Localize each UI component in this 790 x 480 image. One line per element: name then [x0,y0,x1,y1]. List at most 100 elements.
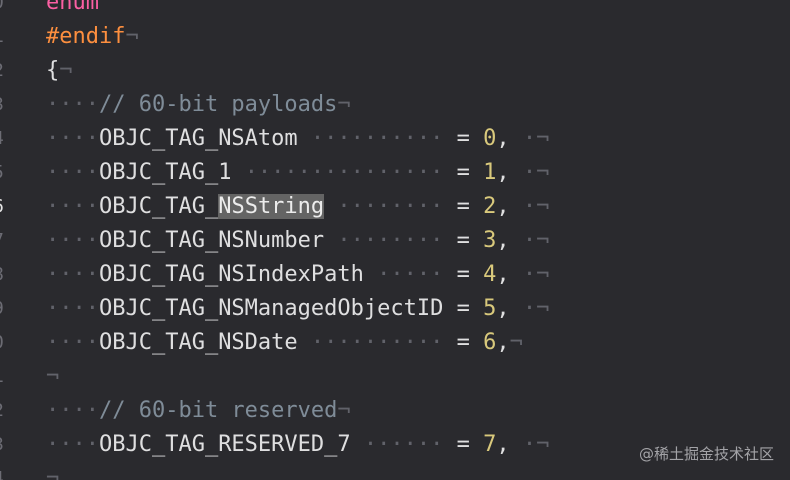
comma: , [496,330,510,355]
enum-case-identifier: OBJC_TAG_NSIndexPath [98,262,364,287]
watermark: @稀土掘金技术社区 [638,445,774,463]
line-number: 4 [0,462,13,480]
code-line[interactable]: {¬ [46,54,73,88]
end-of-line-marker: ¬ [536,126,550,151]
code-line[interactable]: ¬ [46,360,59,394]
comma: , [496,296,510,321]
end-of-line-marker: ¬ [536,262,550,287]
selected-text-highlight: NSString [218,194,325,219]
line-number: 6 [0,190,13,224]
whitespace-dots: ···· [46,330,99,355]
whitespace-dots: ·········· [310,126,444,151]
code-comment: // 60-bit reserved [98,398,338,423]
whitespace-dots: · [522,194,537,219]
enum-case-identifier: OBJC_TAG_1 [98,160,232,185]
enum-case-identifier: OBJC_TAG_NSNumber [98,228,325,253]
whitespace-dots: ······ [363,432,444,457]
assignment-operator: = [456,296,470,321]
code-line[interactable]: ····OBJC_TAG_RESERVED_7 ······ = 7, ·¬ [46,428,549,462]
whitespace-dots: ···· [46,160,99,185]
code-line[interactable]: ····OBJC_TAG_NSManagedObjectID = 5, ·¬ [46,292,549,326]
whitespace-dots: ···· [46,296,99,321]
assignment-operator: = [456,160,470,185]
code-line[interactable]: ····OBJC_TAG_1 ··············· = 1, ·¬ [46,156,549,190]
end-of-line-marker: ¬ [337,92,351,117]
assignment-operator: = [456,194,470,219]
line-number: 0 [0,326,13,360]
end-of-line-marker: ¬ [46,364,60,389]
enum-case-identifier: OBJC_TAG_RESERVED_7 [98,432,351,457]
line-number: 1 [0,360,13,394]
end-of-line-marker: ¬ [509,330,523,355]
whitespace-dots: · [522,228,537,253]
enum-value-number: 0 [483,126,497,151]
whitespace-dots: ···· [46,432,99,457]
whitespace-dots: · [522,432,537,457]
line-number-gutter: 012345678901234 [0,0,14,480]
code-line[interactable]: enum [46,0,99,20]
whitespace-dots: ···· [46,262,99,287]
comma: , [496,194,510,219]
end-of-line-marker: ¬ [125,24,139,49]
assignment-operator: = [456,262,470,287]
end-of-line-marker: ¬ [337,398,351,423]
end-of-line-marker: ¬ [46,466,60,480]
line-number: 1 [0,20,13,54]
enum-case-identifier: OBJC_TAG_NSAtom [98,126,298,151]
whitespace-dots: ····· [377,262,444,287]
comma: , [496,160,510,185]
whitespace-dots: ···· [46,126,99,151]
code-line[interactable]: #endif¬ [46,20,139,54]
code-line[interactable]: ····// 60-bit reserved¬ [46,394,351,428]
whitespace-dots: ···· [46,92,99,117]
line-number: 9 [0,292,13,326]
whitespace-dots: ········ [337,194,444,219]
code-line[interactable]: ¬ [46,462,59,480]
whitespace-dots: ··············· [244,160,444,185]
end-of-line-marker: ¬ [536,194,550,219]
whitespace-dots: · [522,160,537,185]
comma: , [496,432,510,457]
enum-value-number: 2 [483,194,497,219]
end-of-line-marker: ¬ [59,58,73,83]
enum-case-identifier: OBJC_TAG_ [98,194,219,219]
line-number: 5 [0,156,13,190]
enum-value-number: 4 [483,262,497,287]
enum-value-number: 5 [483,296,497,321]
assignment-operator: = [456,228,470,253]
end-of-line-marker: ¬ [536,160,550,185]
enum-value-number: 7 [483,432,497,457]
whitespace-dots: ···· [46,398,99,423]
enum-value-number: 3 [483,228,497,253]
whitespace-dots: · [522,126,537,151]
enum-value-number: 1 [483,160,497,185]
code-text: { [46,58,60,83]
line-number: 8 [0,258,13,292]
code-line[interactable]: ····OBJC_TAG_NSIndexPath ····· = 4, ·¬ [46,258,549,292]
enum-value-number: 6 [483,330,497,355]
line-number: 7 [0,224,13,258]
enum-keyword: enum [46,0,99,15]
code-line[interactable]: ····OBJC_TAG_NSString ········ = 2, ·¬ [46,190,549,224]
enum-case-identifier: OBJC_TAG_NSDate [98,330,298,355]
assignment-operator: = [456,432,470,457]
line-number: 3 [0,88,13,122]
whitespace-dots: ···· [46,194,99,219]
line-number: 3 [0,428,13,462]
line-number: 0 [0,0,13,20]
code-line[interactable]: ····OBJC_TAG_NSNumber ········ = 3, ·¬ [46,224,549,258]
whitespace-dots: ···· [46,228,99,253]
code-line[interactable]: ····OBJC_TAG_NSDate ·········· = 6,¬ [46,326,523,360]
assignment-operator: = [456,126,470,151]
whitespace-dots: ·········· [310,330,444,355]
code-line[interactable]: ····OBJC_TAG_NSAtom ·········· = 0, ·¬ [46,122,549,156]
assignment-operator: = [456,330,470,355]
whitespace-dots: · [522,296,537,321]
whitespace-dots: ········ [337,228,444,253]
end-of-line-marker: ¬ [536,296,550,321]
code-line[interactable]: ····// 60-bit payloads¬ [46,88,351,122]
code-comment: // 60-bit payloads [98,92,338,117]
preprocessor-directive: #endif [46,24,126,49]
line-number: 2 [0,394,13,428]
